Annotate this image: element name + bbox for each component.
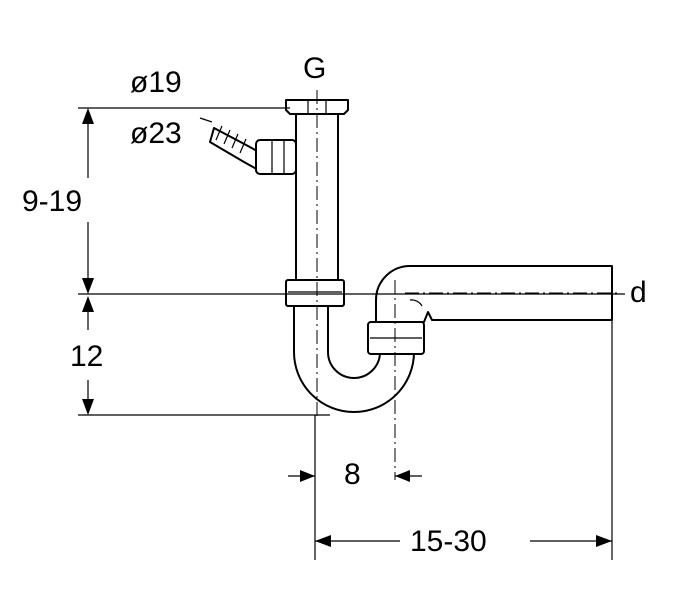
label-offset: 8	[344, 458, 361, 491]
label-dia19: ø19	[130, 66, 182, 99]
dimension-lines	[78, 107, 625, 560]
label-g: G	[303, 52, 326, 85]
middle-nut	[285, 279, 345, 307]
label-height-top: 9-19	[22, 185, 82, 218]
top-nut	[285, 99, 349, 115]
label-dia23: ø23	[130, 117, 182, 150]
siphon-pipe	[209, 99, 613, 413]
label-d: d	[630, 276, 647, 309]
label-height-bottom: 12	[70, 340, 103, 373]
label-length: 15-30	[410, 525, 487, 558]
u-bend	[293, 305, 415, 413]
hose-connector	[209, 125, 297, 175]
